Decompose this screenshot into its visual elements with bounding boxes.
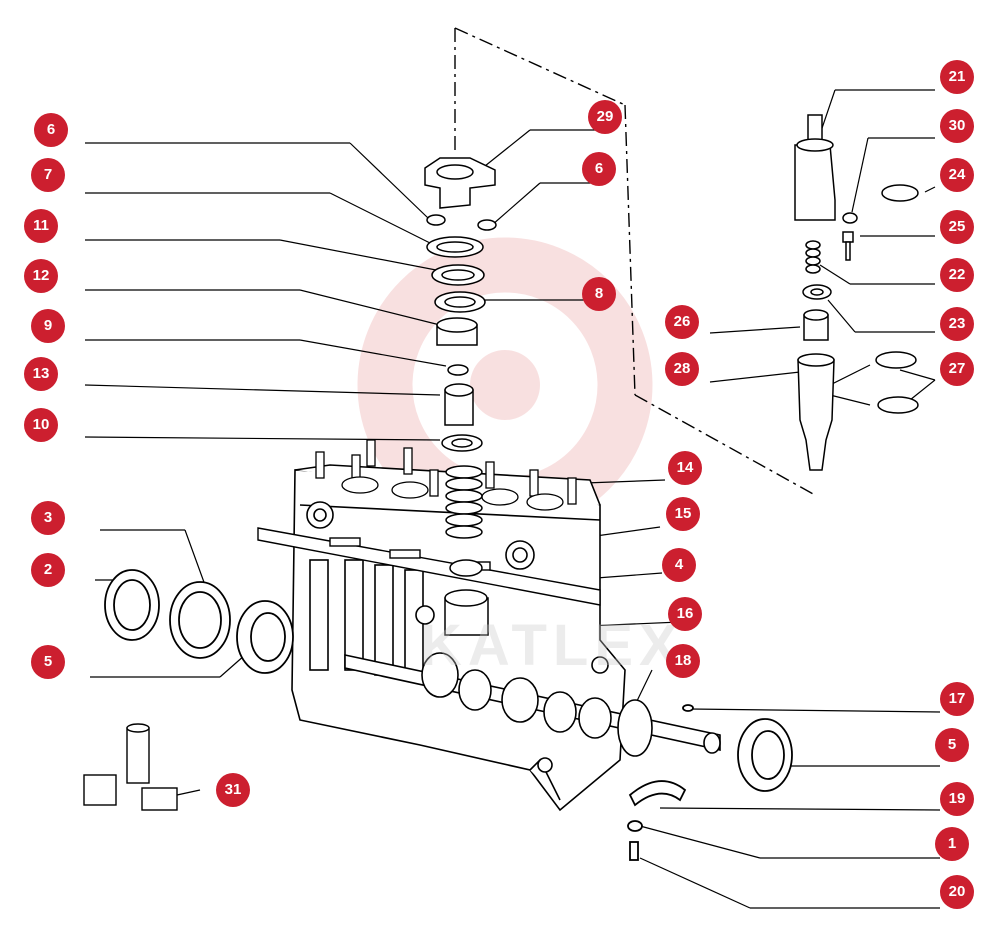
callout-6-right[interactable]: 6 (582, 152, 616, 186)
callout-28[interactable]: 28 (665, 352, 699, 386)
axis-lines (454, 27, 816, 496)
plunger-parts-31 (83, 723, 201, 811)
element-stack (424, 157, 497, 636)
callout-19[interactable]: 19 (940, 782, 974, 816)
callout-24[interactable]: 24 (940, 158, 974, 192)
callout-12[interactable]: 12 (24, 259, 58, 293)
callout-30[interactable]: 30 (940, 109, 974, 143)
callout-10[interactable]: 10 (24, 408, 58, 442)
callout-5-right[interactable]: 5 (935, 728, 969, 762)
camshaft (344, 652, 721, 757)
callout-11[interactable]: 11 (24, 209, 58, 243)
callout-29[interactable]: 29 (588, 100, 622, 134)
callout-26[interactable]: 26 (665, 305, 699, 339)
callout-27[interactable]: 27 (940, 352, 974, 386)
callout-1[interactable]: 1 (935, 827, 969, 861)
watermark-text: KATLEX (420, 613, 684, 678)
callout-25[interactable]: 25 (940, 210, 974, 244)
callout-3[interactable]: 3 (31, 501, 65, 535)
callout-5-left[interactable]: 5 (31, 645, 65, 679)
callout-20[interactable]: 20 (940, 875, 974, 909)
callout-6-top[interactable]: 6 (34, 113, 68, 147)
callout-22[interactable]: 22 (940, 258, 974, 292)
callout-14[interactable]: 14 (668, 451, 702, 485)
callout-13[interactable]: 13 (24, 357, 58, 391)
callout-21[interactable]: 21 (940, 60, 974, 94)
callout-31[interactable]: 31 (216, 773, 250, 807)
injector-assembly (794, 114, 919, 471)
left-bearing-set (104, 569, 294, 674)
callout-9[interactable]: 9 (31, 309, 65, 343)
callout-8[interactable]: 8 (582, 277, 616, 311)
right-bearing-set (627, 704, 793, 861)
callout-23[interactable]: 23 (940, 307, 974, 341)
callout-18[interactable]: 18 (666, 644, 700, 678)
callout-15[interactable]: 15 (666, 497, 700, 531)
housing-studs (315, 439, 577, 511)
callout-2[interactable]: 2 (31, 553, 65, 587)
callout-4[interactable]: 4 (662, 548, 696, 582)
callout-16[interactable]: 16 (668, 597, 702, 631)
leader-lines (84, 89, 941, 909)
callout-7[interactable]: 7 (31, 158, 65, 192)
callout-17[interactable]: 17 (940, 682, 974, 716)
